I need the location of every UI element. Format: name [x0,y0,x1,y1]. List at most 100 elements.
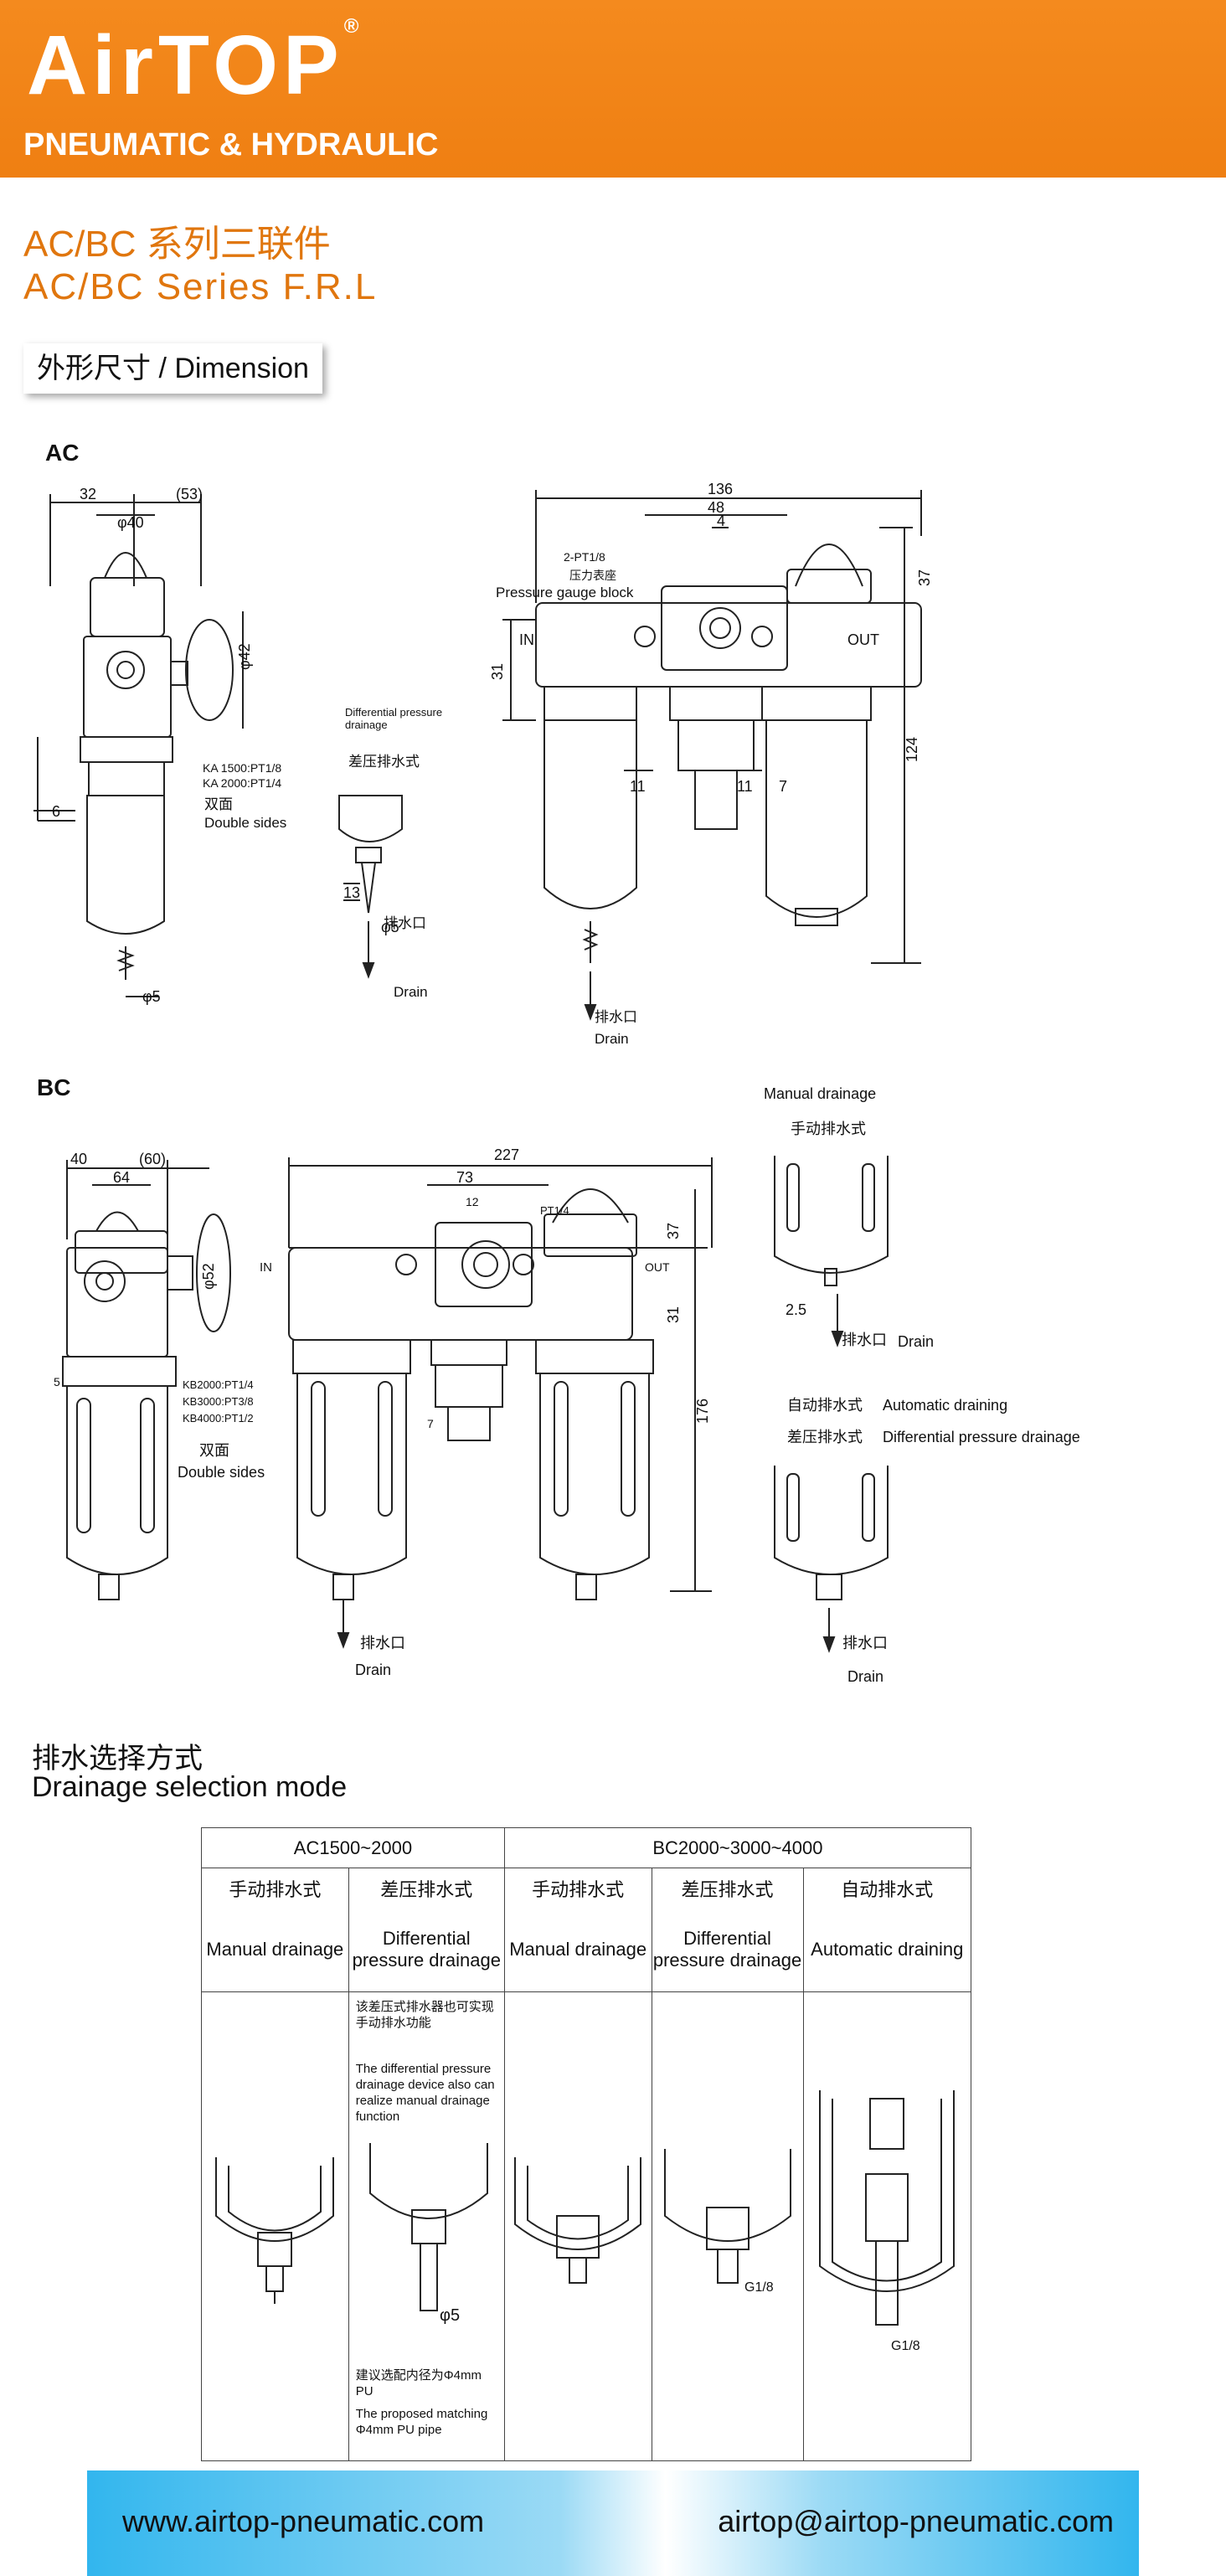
ac-dim-124: 124 [904,737,920,762]
ac-diff-drain-section: φ5 [368,2143,488,2325]
ac-manual-drain-section [215,2156,335,2304]
ac-dim-37: 37 [916,569,933,586]
ac-drain-en-2: Drain [595,1031,629,1047]
ac-dim-phi42: φ42 [236,643,253,670]
drainage-group-ac: AC1500~2000 [201,1827,505,1868]
bc-drain-en-2: Drain [847,1668,883,1685]
ac-note-ka1500: KA 1500:PT1/8 [203,761,281,775]
ac-drain-cn-2: 排水口 [595,1009,637,1025]
ac-dim-phi40: φ40 [117,514,144,531]
bc-drain-en-1: Drain [898,1333,934,1350]
bc-dim-176: 176 [694,1399,711,1424]
note-cn1: 该差压式排水器也可实现手动排水功能 [355,2000,494,2030]
bc-dim-12: 12 [466,1195,479,1208]
ac-dim-4: 4 [717,513,725,529]
ac-assembly-drawing [502,490,922,1021]
col3-cn: 手动排水式 [503,1868,652,1909]
g18b-label: G1/8 [891,2339,920,2353]
bc-manual-drain-drawing [774,1156,889,1347]
ac-diff-drain-drawing [338,795,403,979]
note-en2: The proposed matching Φ4mm PU pipe [355,2407,488,2437]
bc-auto-en: Automatic draining [883,1397,1007,1414]
brand-logo: AirTOP® [27,15,364,112]
bc-manual-cn: 手动排水式 [791,1121,866,1137]
ac-note-pt18: 2-PT1/8 [564,550,605,564]
bc-diff-cn: 差压排水式 [787,1429,863,1445]
bc-double-cn: 双面 [199,1442,229,1459]
ac-dim-31: 31 [489,663,506,680]
note-cn2: 建议选配内径为Φ4mm PU [355,2368,482,2398]
bc-in-label: IN [260,1260,272,1275]
header-banner: AirTOP® PNEUMATIC & HYDRAULIC [0,0,1226,178]
bc-note-kb2000: KB2000:PT1/4 [183,1378,254,1391]
ac-dim-32: 32 [80,486,96,502]
col2-cn: 差压排水式 [348,1868,505,1909]
ac-diff-en: Differential pressure drainage [345,706,443,731]
bc-note-kb4000: KB4000:PT1/2 [183,1412,254,1425]
bc-auto-drain-drawing [774,1466,889,1653]
col5-en: Automatic draining [802,1908,972,1992]
bc-auto-cn: 自动排水式 [787,1397,863,1414]
bc-double-en: Double sides [178,1464,265,1481]
footer-banner: www.airtop-pneumatic.com airtop@airtop-p… [87,2470,1139,2576]
bc-drain-cn-1: 排水口 [842,1332,887,1348]
col2-en: Differential pressure drainage [348,1908,505,1992]
note-en1: The differential pressure drainage devic… [355,2062,495,2124]
footer-email-link[interactable]: airtop@airtop-pneumatic.com [718,2504,1114,2538]
ac-out-label: OUT [847,631,879,648]
col4-en: Differential pressure drainage [651,1908,804,1992]
bc-note-kb3000: KB3000:PT3/8 [183,1395,254,1408]
ac-dim-phi5: φ5 [142,988,161,1005]
footer-website-link[interactable]: www.airtop-pneumatic.com [122,2504,485,2538]
ac-double-en: Double sides [204,815,286,831]
bc-assembly-drawing [288,1157,713,1649]
col5-cn: 自动排水式 [802,1868,972,1909]
col3-en: Manual drainage [503,1908,652,1992]
ac-dim-7: 7 [779,778,787,795]
bc-diff-drain-section: G1/8 [663,2148,791,2295]
drainage-table: AC1500~2000 BC2000~3000~4000 手动排水式 差压排水式… [201,1827,972,2461]
bc-auto-drain-section: G1/8 [819,2089,956,2353]
bc-dim-7: 7 [427,1417,434,1430]
col4-cn: 差压排水式 [651,1868,804,1909]
bc-out-label: OUT [645,1260,670,1274]
page-title-en: AC/BC Series F.R.L [23,266,378,307]
bc-drain-en-3: Drain [355,1662,391,1678]
bc-dim-phi52: φ52 [200,1263,217,1290]
phi5-label: φ5 [440,2306,460,2325]
bc-single-unit-drawing [62,1160,231,1600]
ac-note-ka2000: KA 2000:PT1/4 [203,776,281,790]
bc-dim-227: 227 [494,1146,519,1163]
ac-dim-11a: 11 [630,778,646,795]
bc-dim-64: 64 [113,1169,130,1186]
cell-ac-manual [201,1991,349,2461]
g18a-label: G1/8 [744,2280,774,2295]
ac-dim-phi5b: φ5 [381,919,399,935]
ac-section-label: AC [45,440,80,466]
bc-dim-5: 5 [54,1375,60,1388]
ac-dim-48: 48 [708,499,724,516]
cell-bc-diff: G1/8 [651,1991,804,2461]
ac-double-cn: 双面 [204,796,233,812]
ac-drain-cn: 排水口 [384,915,426,931]
ac-dim-53: (53) [176,486,203,502]
col1-en: Manual drainage [201,1908,349,1992]
ac-single-unit-drawing [33,494,244,997]
ac-dim-136: 136 [708,481,733,497]
drainage-title-cn: 排水选择方式 [32,1743,203,1775]
ac-dim-13: 13 [343,884,360,901]
bc-dim-60: (60) [139,1151,166,1167]
col1-cn: 手动排水式 [201,1868,349,1909]
ac-diff-cn: 差压排水式 [348,754,420,770]
page-title-cn: AC/BC 系列三联件 [23,224,331,265]
bc-note-pt14: PT1/4 [540,1204,569,1217]
ac-note-gauge-en: Pressure gauge block [496,585,634,600]
ac-dim-6: 6 [52,803,60,820]
bc-dim-37: 37 [665,1223,682,1239]
cell-bc-auto: G1/8 [802,1991,972,2461]
cell-ac-diff: 该差压式排水器也可实现手动排水功能 The differential press… [348,1991,505,2461]
bc-drain-cn-3: 排水口 [360,1635,405,1651]
bc-manual-drain-section [514,2156,642,2284]
bc-section-label: BC [37,1074,71,1100]
ac-dim-11b: 11 [737,778,753,795]
